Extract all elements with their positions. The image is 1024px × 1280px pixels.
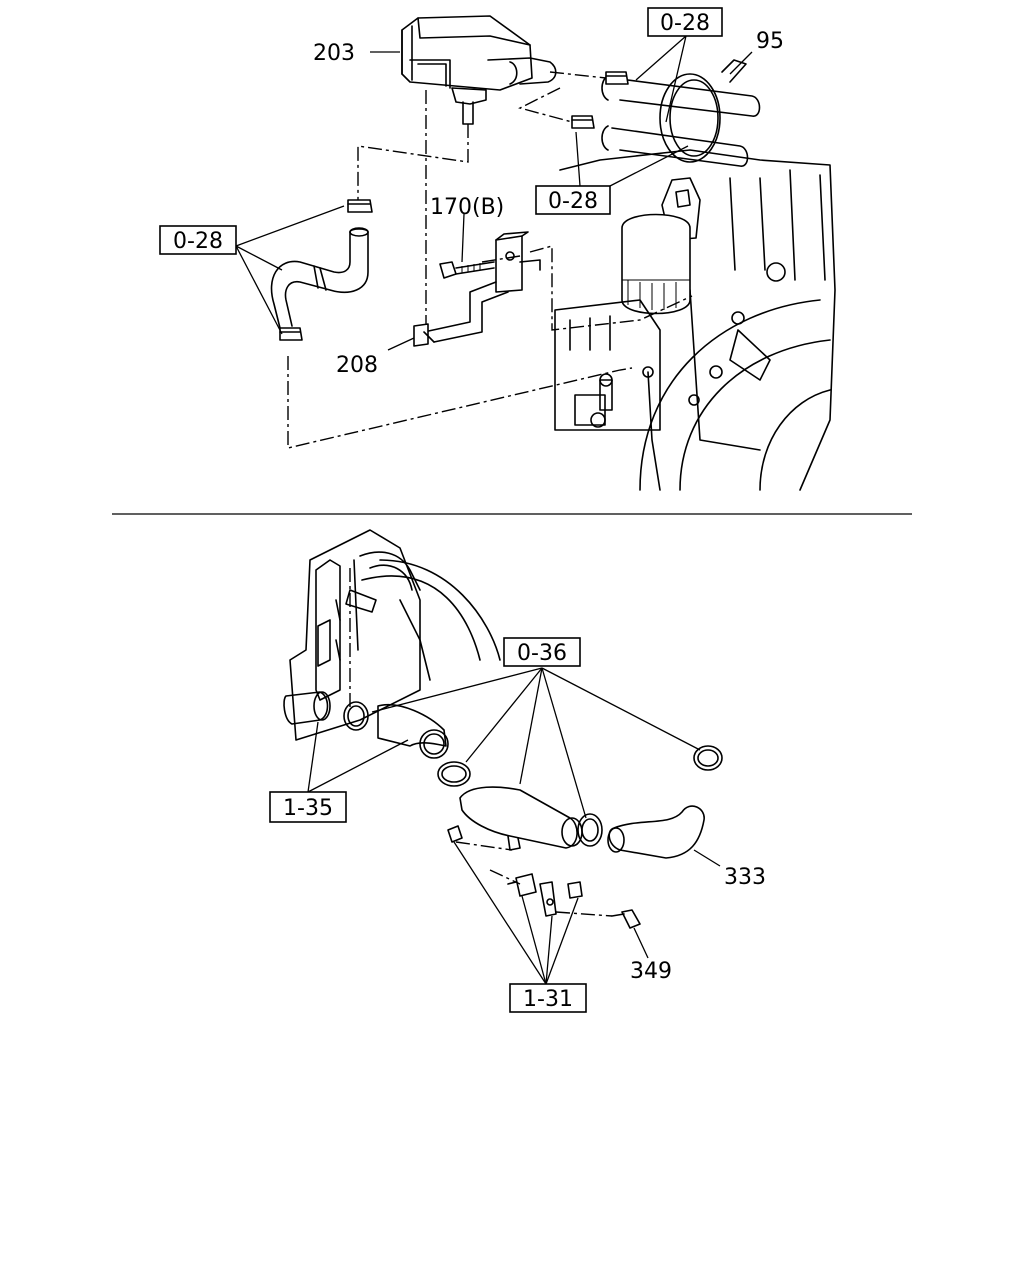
connection-lines-bottom (455, 841, 613, 917)
ref-box-1-31 (509, 983, 587, 1013)
part-number-208: 208 (336, 353, 378, 378)
control-unit-203 (401, 15, 557, 125)
hose-333 (607, 805, 705, 859)
ref-1-31: 1-31 (523, 987, 573, 1012)
hose-elbow-left (270, 227, 369, 329)
radiator-housing (289, 529, 501, 741)
part-number-349: 349 (630, 959, 672, 984)
bottom-assembly: 0-36 1-35 1-31 333 349 (269, 529, 766, 1013)
hose-outlet-left (283, 691, 331, 725)
bracket-hardware (447, 825, 641, 929)
bracket-208 (413, 231, 541, 347)
hose-clamps-bottom (343, 701, 723, 847)
leaders-bottom (307, 667, 721, 985)
leaders-top (235, 35, 753, 351)
ref-0-28-top: 0-28 (660, 11, 710, 36)
bolt-170b (439, 261, 495, 279)
part-number-203: 203 (313, 41, 355, 66)
ref-box-0-28-mid (535, 185, 611, 215)
ref-1-35: 1-35 (283, 796, 333, 821)
pipe-pair-95 (601, 59, 761, 167)
ref-box-1-35 (269, 791, 347, 823)
engine-block (554, 149, 836, 491)
ref-0-36: 0-36 (517, 641, 567, 666)
ref-box-0-28-left (159, 225, 237, 255)
connection-lines-top (287, 71, 693, 449)
hose-upper (377, 703, 449, 759)
part-number-170b: 170(B) (430, 195, 504, 220)
hose-middle (459, 786, 583, 851)
ref-0-28-left: 0-28 (173, 229, 223, 254)
ref-0-28-mid: 0-28 (548, 189, 598, 214)
part-number-95: 95 (756, 29, 784, 54)
ref-box-0-28-top (647, 7, 723, 37)
part-number-333: 333 (724, 865, 766, 890)
hose-clamps-top (279, 71, 629, 341)
ref-box-0-36 (503, 637, 581, 667)
top-assembly: 0-28 0-28 0-28 203 95 170(B) 208 (159, 7, 836, 491)
